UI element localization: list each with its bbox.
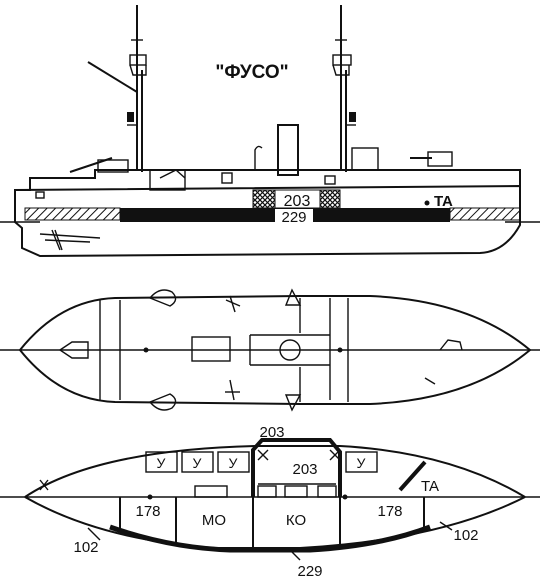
- belt-thickness-label: 203: [284, 193, 311, 210]
- bunker-label-4: У: [357, 455, 366, 471]
- boiler-room-label: КО: [286, 512, 306, 529]
- ventilator: [254, 145, 263, 170]
- turret-fore: [149, 169, 186, 191]
- citadel-left: [252, 189, 276, 209]
- coal-bunker-3: [217, 451, 250, 473]
- funnel: [277, 124, 299, 176]
- ram-bow: [39, 233, 101, 243]
- funnel-plan: [279, 339, 301, 361]
- armor-belt-lower: [109, 524, 431, 553]
- bow-turret-plan: [58, 341, 89, 359]
- armor-plan: У У У У 203 203 TA 178 178 МО КО 102 102…: [0, 424, 540, 579]
- deck-house: [191, 336, 231, 362]
- coal-bunker-2: [181, 451, 214, 473]
- bow-belt-right-label: 102: [453, 527, 478, 544]
- bunker-label-2: У: [193, 455, 202, 471]
- torpedo-tube: [398, 460, 427, 492]
- stern-turret-plan: [439, 339, 463, 351]
- fore-mast: [87, 5, 147, 172]
- belt-hatched-aft: [449, 207, 521, 221]
- coal-bunker-4: [345, 451, 378, 473]
- side-profile: "ФУСО": [0, 5, 540, 258]
- main-mast: [332, 5, 356, 172]
- casemate-fore: [97, 159, 129, 173]
- bulkhead-right-label: 178: [377, 503, 402, 520]
- bow-gun: [35, 191, 45, 199]
- hull: [14, 184, 521, 258]
- armor-top-label: 203: [259, 424, 284, 441]
- main-belt-label: 229: [297, 563, 322, 579]
- bunker-label-3: У: [229, 455, 238, 471]
- bulkhead-left-label: 178: [135, 503, 160, 520]
- aft-bridge: [351, 147, 379, 171]
- deck-plan: [0, 288, 540, 412]
- side-ta-label: TA: [434, 193, 453, 210]
- engine-room-label: МО: [202, 512, 226, 529]
- belt-hatched-fore: [24, 207, 121, 221]
- armor-inner-label: 203: [292, 461, 317, 478]
- section-ta-label: TA: [421, 478, 439, 495]
- armor-outline-upper: [24, 445, 526, 498]
- belt-lower-label: 229: [281, 209, 306, 226]
- armor-outline-lower: [24, 496, 526, 549]
- coal-bunker-1: [145, 451, 178, 473]
- deck-outline: [18, 295, 532, 405]
- bunker-label-1: У: [157, 455, 166, 471]
- ship-title: "ФУСО": [215, 62, 288, 83]
- citadel-right: [319, 189, 341, 209]
- bow-belt-left-label: 102: [73, 539, 98, 556]
